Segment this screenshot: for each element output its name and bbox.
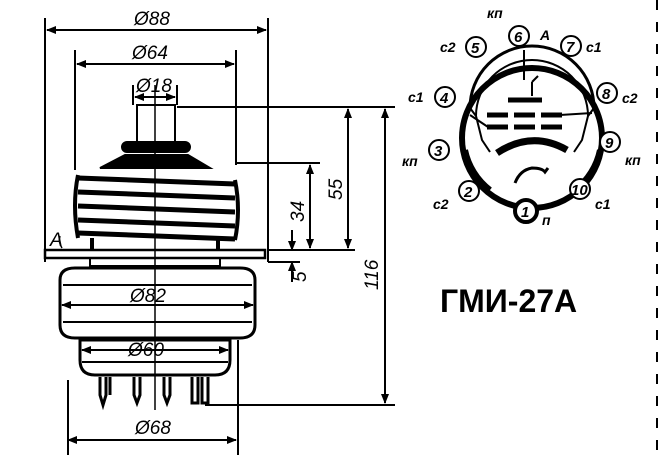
outline-drawing: [43, 18, 395, 455]
dim-h5: 5: [290, 271, 311, 282]
dim-d82: Ø82: [129, 286, 166, 307]
pin-1-number: 1: [521, 204, 529, 221]
pin-7-label: c1: [586, 39, 602, 55]
pin-3-number: 3: [434, 143, 443, 160]
pin-10-number: 10: [571, 182, 588, 199]
dimension-labels: [130, 6, 180, 28]
dim-h34: 34: [288, 201, 309, 222]
pin-6-number: 6: [514, 29, 523, 46]
dim-d64: Ø64: [131, 43, 168, 64]
pin-5-label: c2: [440, 39, 456, 55]
plate-label: A: [49, 230, 63, 251]
dim-h55: 55: [326, 178, 347, 200]
pin-4-number: 4: [439, 90, 449, 107]
pin-9-label: кп: [625, 152, 641, 168]
pin-2-number: 2: [463, 184, 473, 201]
pin-9-number: 9: [605, 135, 614, 152]
pin-2-label: c2: [433, 196, 449, 212]
dim-d60: Ø60: [127, 340, 164, 361]
pin-4-label: c1: [408, 89, 424, 105]
pin-6-label: кп: [487, 5, 503, 21]
pin-1-label: п: [542, 212, 551, 228]
anode-label: A: [539, 27, 550, 43]
dim-d88: Ø88: [133, 9, 170, 30]
dim-d68: Ø68: [134, 418, 171, 439]
pin-7-number: 7: [566, 39, 575, 56]
dim-h116: 116: [362, 259, 383, 290]
pin-8-number: 8: [602, 86, 611, 103]
tube-title: ГМИ-27А: [440, 283, 577, 319]
pin-8-label: c2: [622, 90, 638, 106]
pin-5-number: 5: [471, 40, 480, 57]
dim-d18: Ø18: [135, 76, 172, 97]
pin-10-label: c1: [595, 196, 611, 212]
pinout-diagram: 1 2 3 4 5 6 7 8 9 10 п c2 кп c1 c2 кп c1…: [402, 5, 641, 228]
pin-3-label: кп: [402, 153, 418, 169]
